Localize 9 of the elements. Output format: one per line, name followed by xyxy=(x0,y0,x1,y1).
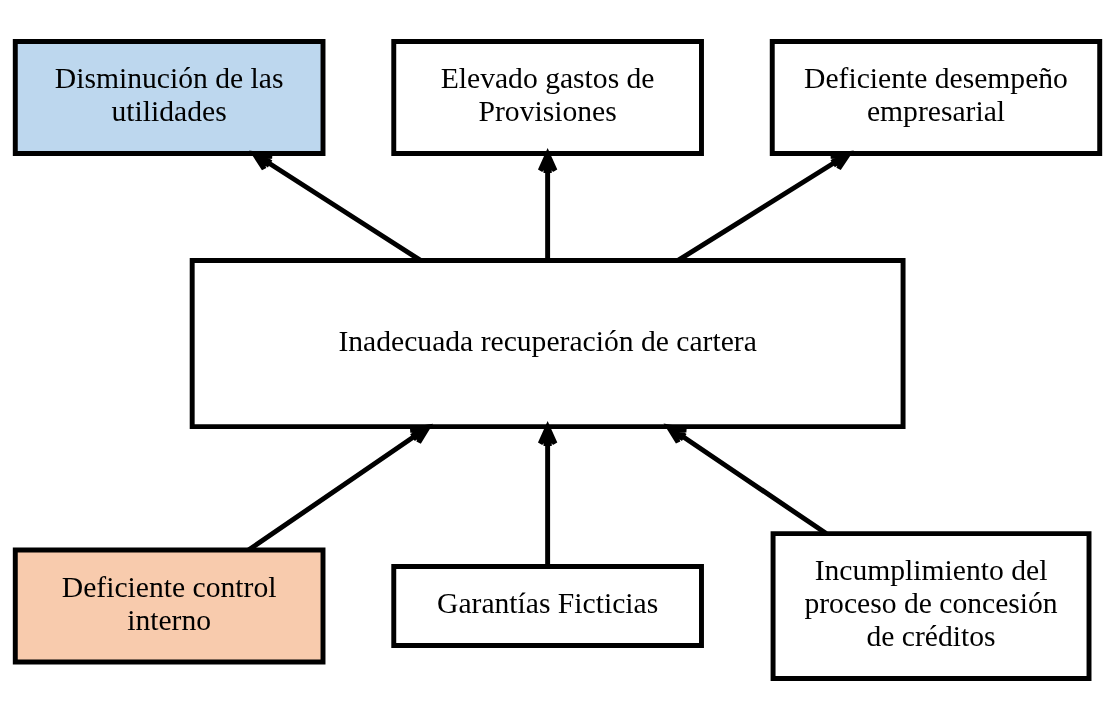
arrow xyxy=(537,424,558,567)
node-box: Disminución de las utilidades xyxy=(12,39,326,156)
node-box: Incumplimiento del proceso de concesión de créditos xyxy=(770,531,1092,681)
node-box: Inadecuada recuperación de cartera xyxy=(189,257,906,430)
arrow xyxy=(537,151,558,261)
node-box: Elevado gastos de Provisiones xyxy=(391,39,704,156)
node-box: Garantías Ficticias xyxy=(391,564,704,648)
node-box: Deficiente control interno xyxy=(12,547,326,665)
node-box: Deficiente desempeño empresarial xyxy=(769,39,1103,156)
